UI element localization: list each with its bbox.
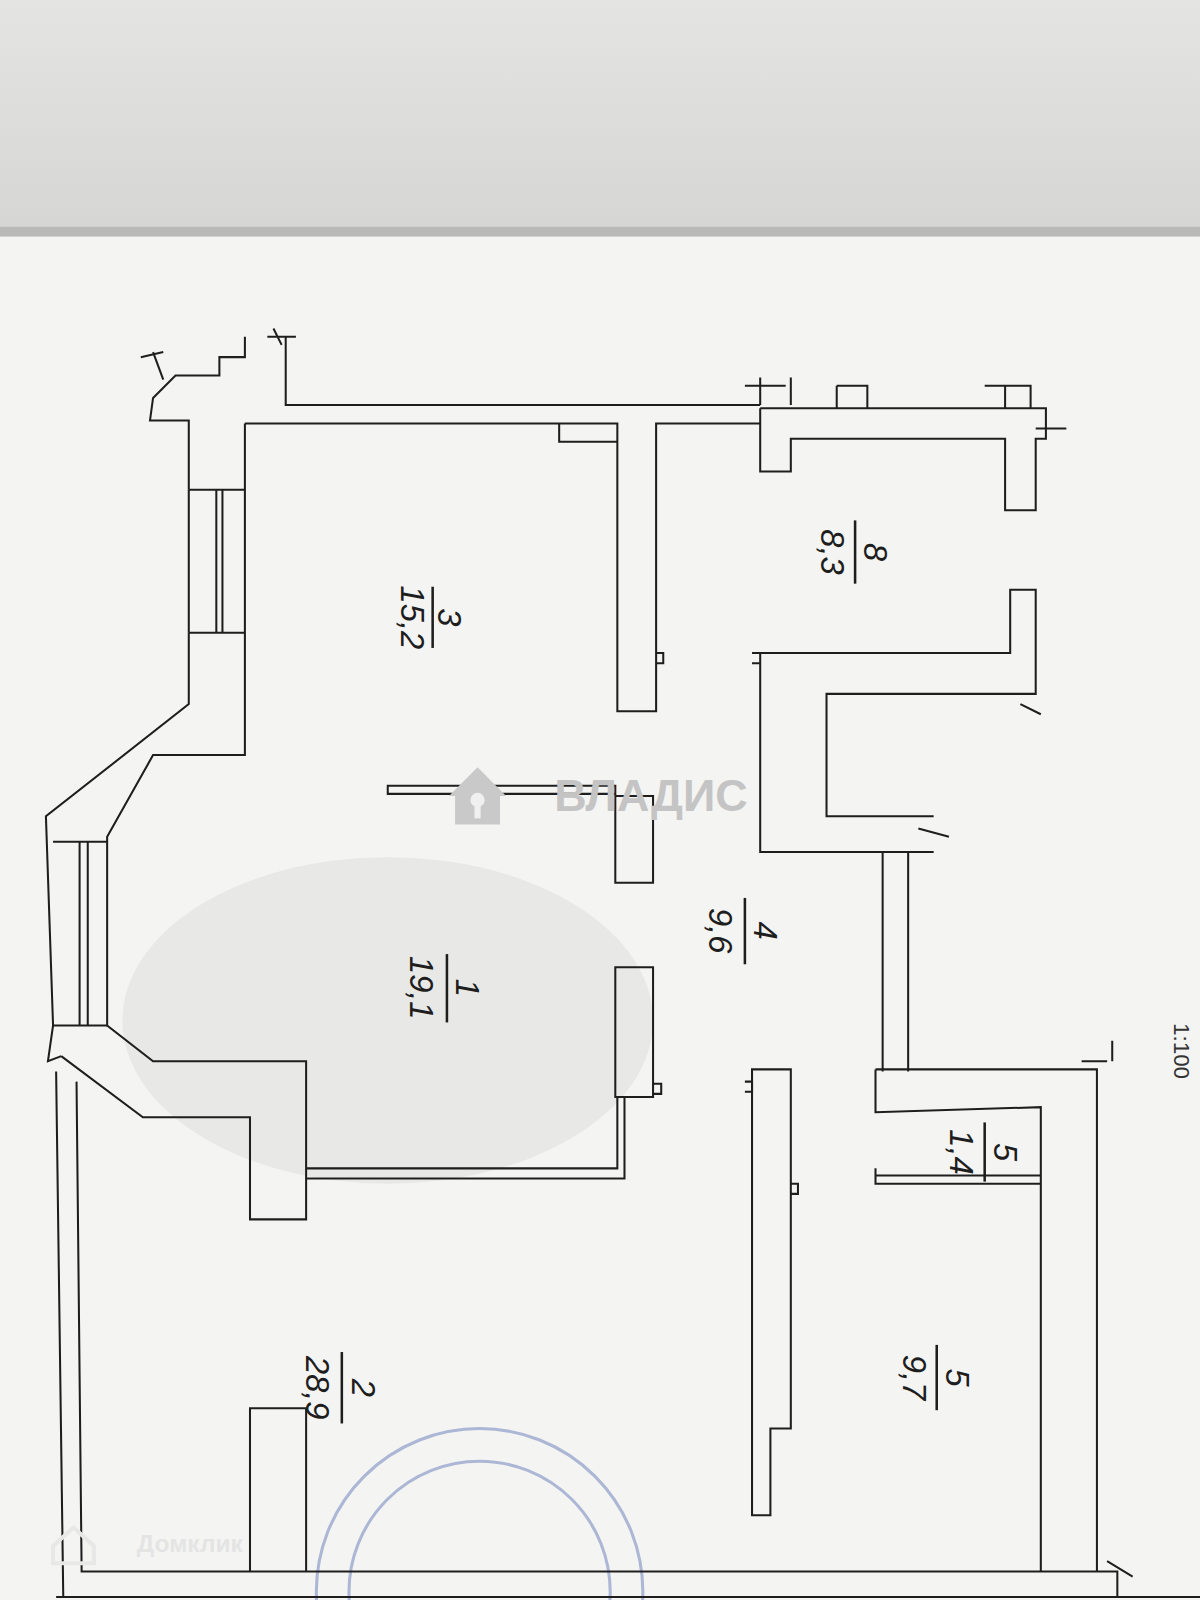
room-area: 19,1 bbox=[405, 956, 438, 1020]
watermark: ВЛАДИС bbox=[554, 773, 748, 818]
background-sheet bbox=[0, 0, 1200, 227]
room-area: 28,9 bbox=[301, 1356, 334, 1420]
room-area: 8,3 bbox=[816, 529, 849, 574]
room-area: 15,2 bbox=[396, 586, 429, 650]
paper bbox=[0, 237, 1200, 1600]
watermark: Домклик bbox=[137, 1532, 243, 1556]
room-number: 2 bbox=[347, 1379, 380, 1397]
room-number: 3 bbox=[433, 608, 466, 626]
page-edge bbox=[0, 227, 1200, 237]
scale-note: 1:100 bbox=[1170, 1023, 1192, 1079]
watermark-logo bbox=[449, 767, 506, 824]
room-area: 1,4 bbox=[945, 1129, 978, 1174]
walls bbox=[46, 329, 1200, 1597]
shadow bbox=[122, 857, 653, 1184]
room-number: 8 bbox=[859, 543, 892, 561]
room-number: 1 bbox=[451, 979, 484, 997]
stamp bbox=[316, 1429, 643, 1600]
domclick-logo bbox=[53, 1528, 94, 1564]
room-number: 4 bbox=[749, 922, 782, 940]
fraction-bars bbox=[342, 520, 985, 1423]
room-number: 5 bbox=[941, 1368, 974, 1386]
room-area: 9,7 bbox=[898, 1355, 931, 1400]
room-area: 9,6 bbox=[704, 908, 737, 953]
room-number: 5 bbox=[989, 1143, 1022, 1161]
